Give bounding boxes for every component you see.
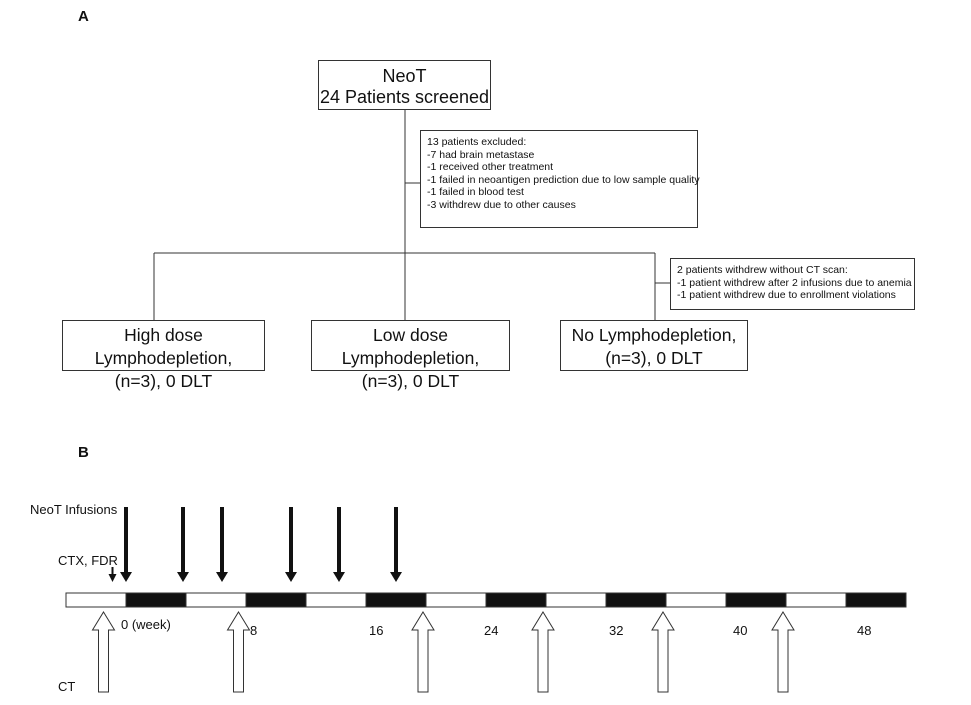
panel-b-label: B	[78, 444, 89, 461]
infusion-arrow-head	[333, 572, 345, 582]
excluded-line: -1 failed in neoantigen prediction due t…	[427, 173, 700, 186]
timeline-segment	[485, 592, 547, 608]
ct-label: CT	[58, 679, 76, 694]
flowchart-connectors	[153, 109, 670, 320]
infusion-arrow	[177, 507, 189, 582]
timeline-segment	[785, 592, 847, 608]
screened-box: NeoT 24 Patients screened	[318, 60, 491, 110]
arm-no-lymphodepletion-box: No Lymphodepletion, (n=3), 0 DLT	[560, 320, 748, 371]
ct-arrow	[91, 611, 116, 693]
arm-name: High dose Lymphodepletion,	[94, 325, 233, 368]
ctx-fdr-arrow-shaft	[111, 567, 114, 576]
ctx-fdr-label: CTX, FDR	[58, 553, 118, 568]
timeline-segment	[365, 592, 427, 608]
timeline-segment	[845, 592, 907, 608]
timeline-segment	[425, 592, 487, 608]
week-tick-label: 48	[857, 623, 872, 638]
arm-name: Low dose Lymphodepletion,	[341, 325, 480, 368]
timeline-segment	[545, 592, 607, 608]
infusion-arrows	[120, 507, 402, 582]
excluded-line: 13 patients excluded:	[427, 136, 527, 148]
infusion-arrow-head	[177, 572, 189, 582]
timeline-segment	[65, 592, 127, 608]
infusion-arrow	[333, 507, 345, 582]
excluded-line: -7 had brain metastase	[427, 148, 535, 161]
ct-arrow	[651, 611, 675, 693]
infusion-arrow-head	[216, 572, 228, 582]
infusion-arrow-head	[390, 572, 402, 582]
excluded-box: 13 patients excluded: -7 had brain metas…	[420, 130, 700, 228]
infusion-arrow	[390, 507, 402, 582]
week-tick-label: 32	[609, 623, 624, 638]
withdrew-line: -1 patient withdrew due to enrollment vi…	[677, 289, 896, 302]
timeline-segment	[185, 592, 247, 608]
arm-low-dose-box: Low dose Lymphodepletion, (n=3), 0 DLT	[311, 320, 510, 391]
infusion-arrow-shaft	[337, 507, 341, 574]
ct-arrow	[771, 611, 795, 693]
infusion-arrow-shaft	[124, 507, 128, 574]
infusion-arrow-shaft	[289, 507, 293, 574]
screened-box-title: NeoT	[382, 66, 427, 86]
ct-arrows	[91, 611, 795, 693]
timeline-segment	[305, 592, 367, 608]
infusion-arrow-head	[120, 572, 132, 582]
arm-stats: (n=3), 0 DLT	[605, 348, 703, 368]
infusion-arrow-head	[285, 572, 297, 582]
withdrew-box: 2 patients withdrew without CT scan: -1 …	[670, 258, 915, 310]
excluded-line: -3 withdrew due to other causes	[427, 198, 576, 211]
infusion-arrow	[285, 507, 297, 582]
timeline-segment	[245, 592, 307, 608]
timeline-segment	[725, 592, 787, 608]
timeline-segment	[605, 592, 667, 608]
timeline-segment	[665, 592, 727, 608]
infusion-arrow-shaft	[220, 507, 224, 574]
arm-stats: (n=3), 0 DLT	[361, 371, 460, 391]
ct-arrow	[531, 611, 555, 693]
week-tick-label: 40	[733, 623, 748, 638]
timeline-segment	[125, 592, 187, 608]
ctx-fdr-arrow-head	[108, 574, 117, 582]
neot-infusions-label: NeoT Infusions	[30, 502, 118, 517]
infusion-arrow-shaft	[181, 507, 185, 574]
week-tick-label: 8	[250, 623, 258, 638]
week-tick-label: 16	[369, 623, 384, 638]
withdrew-line: -1 patient withdrew after 2 infusions du…	[677, 276, 912, 289]
excluded-line: -1 failed in blood test	[427, 186, 524, 199]
week-tick-label: 0 (week)	[121, 617, 171, 632]
excluded-line: -1 received other treatment	[427, 161, 554, 174]
withdrew-line: 2 patients withdrew without CT scan:	[677, 264, 848, 276]
arm-stats: (n=3), 0 DLT	[114, 371, 213, 391]
arm-high-dose-box: High dose Lymphodepletion, (n=3), 0 DLT	[62, 320, 265, 391]
infusion-arrow-shaft	[394, 507, 398, 574]
screened-box-count: 24 Patients screened	[319, 87, 490, 107]
arm-name: No Lymphodepletion,	[571, 325, 737, 345]
infusion-arrow	[120, 507, 132, 582]
timeline-bar	[65, 592, 907, 608]
ct-arrow	[226, 611, 251, 693]
panel-a-label: A	[78, 8, 89, 25]
week-tick-label: 24	[484, 623, 499, 638]
ctx-fdr-arrow-group	[108, 567, 117, 582]
ct-arrow	[411, 611, 435, 693]
infusion-arrow	[216, 507, 228, 582]
